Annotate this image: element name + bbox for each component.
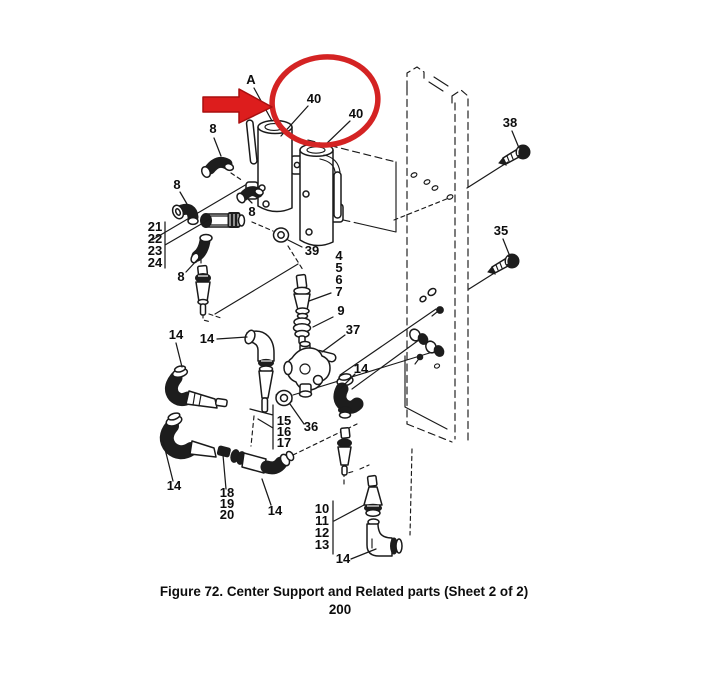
elbow-nozzle-14-center: [244, 329, 275, 413]
valve-stem-4-5-6-7: [293, 273, 311, 320]
part-label-11: 11: [315, 513, 329, 528]
hose-assembly-bottom-left: [159, 412, 295, 475]
part-label-9: 9: [337, 303, 344, 318]
part-label-20: 20: [220, 507, 234, 522]
part-label-8: 8: [173, 177, 180, 192]
washer-stack-9: [292, 317, 312, 345]
mounting-panel-phantom: [404, 66, 469, 443]
part-number-labels: A 40 40 8 8 8 21 22 23 24 39 8 4 5 6 7 9…: [148, 72, 517, 566]
part-label-38: 38: [503, 115, 517, 130]
red-highlight-annotations: [202, 54, 381, 148]
dowel-pin: [245, 119, 258, 165]
part-label-35: 35: [494, 223, 508, 238]
part-label-6: 6: [335, 272, 342, 287]
nozzle-fitting-8-bottom: [195, 264, 211, 316]
part-label-36: 36: [304, 419, 318, 434]
valve-cylinder-40-right: [299, 142, 344, 247]
elbow-fitting-8-left: [171, 203, 199, 226]
hex-nut-36: [275, 389, 293, 407]
part-label-14: 14: [354, 361, 369, 376]
part-label-14: 14: [169, 327, 184, 342]
part-label-19: 19: [220, 496, 234, 511]
part-label-8: 8: [248, 204, 255, 219]
elbow-fitting-14-right: [333, 373, 364, 476]
elbow-fitting-8-lower: [190, 233, 213, 264]
part-label-24: 24: [148, 255, 163, 270]
part-label-8: 8: [177, 269, 184, 284]
part-label-17: 17: [277, 435, 291, 450]
figure-caption: Figure 72. Center Support and Related pa…: [160, 584, 528, 599]
part-label-14: 14: [336, 551, 351, 566]
part-label-12: 12: [315, 525, 329, 540]
part-label-18: 18: [220, 485, 234, 500]
part-label-40: 40: [307, 91, 321, 106]
part-label-5: 5: [335, 260, 342, 275]
elbow-fitting-8-mid: [236, 186, 264, 204]
part-label-4: 4: [335, 248, 343, 263]
part-label-10: 10: [315, 501, 329, 516]
screw-35: [487, 253, 520, 275]
screw-38: [498, 144, 531, 166]
elbow-fitting-8-top: [200, 156, 235, 179]
part-label-21: 21: [148, 219, 162, 234]
page-number: 200: [329, 602, 351, 617]
fitting-chain-bottom-right: [363, 474, 403, 557]
part-label-14: 14: [167, 478, 182, 493]
part-label-14: 14: [268, 503, 283, 518]
part-label-14: 14: [200, 331, 215, 346]
valve-body-37: [283, 340, 337, 398]
part-label-40: 40: [349, 106, 363, 121]
highlight-arrow-right-icon: [202, 88, 273, 124]
elbow-nozzle-14-left: [164, 365, 228, 409]
view-letter-label: A: [246, 72, 256, 87]
panel-plugs-and-washers: [409, 287, 445, 365]
tube-union-21-24: [200, 212, 246, 228]
part-label-23: 23: [148, 243, 162, 258]
part-label-15: 15: [277, 413, 291, 428]
part-label-13: 13: [315, 537, 329, 552]
part-label-16: 16: [277, 424, 291, 439]
part-label-8: 8: [209, 121, 216, 136]
hex-nut-39: [272, 227, 290, 243]
part-label-37: 37: [346, 322, 360, 337]
part-label-39: 39: [305, 243, 319, 258]
part-label-7: 7: [335, 284, 342, 299]
part-label-22: 22: [148, 231, 162, 246]
